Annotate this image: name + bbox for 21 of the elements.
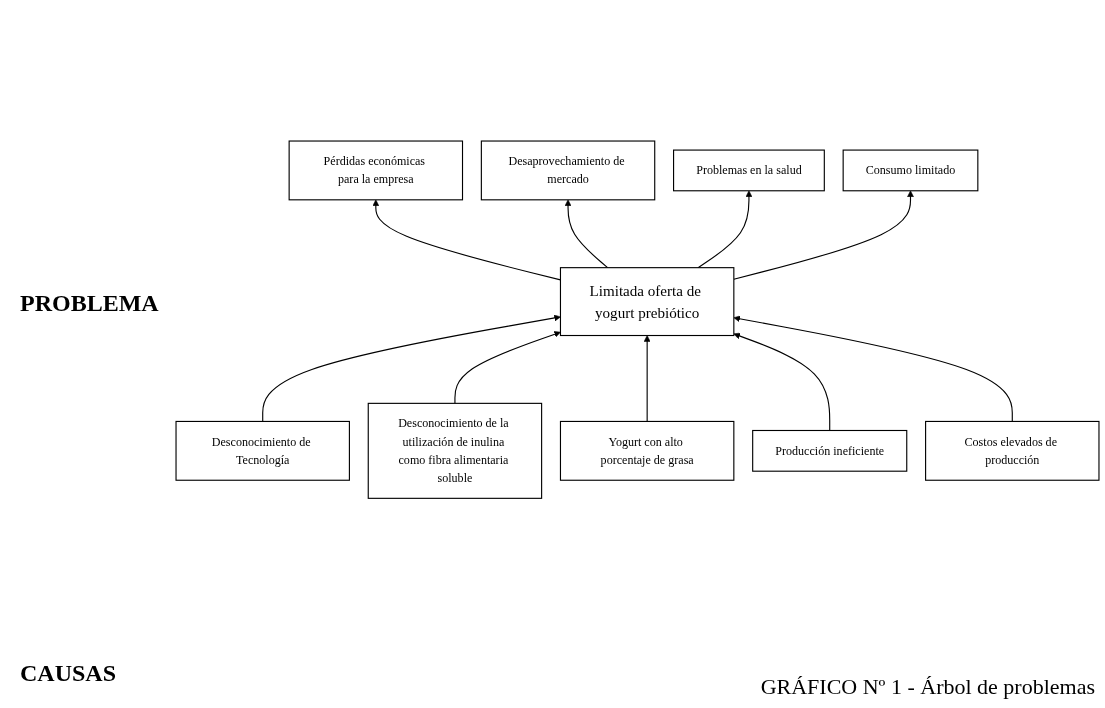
node-box: Desconocimiento de la utilización de inulina como fibra alimentaria soluble: [367, 403, 543, 500]
section-heading: PROBLEMA: [20, 290, 159, 317]
arrow: [262, 315, 561, 423]
arrow: [733, 333, 831, 432]
node-box: Costos elevados de producción: [925, 421, 1100, 482]
node-box: Yogurt con alto porcentaje de grasa: [559, 421, 735, 482]
arrow: [564, 199, 609, 269]
node-box: Limitada oferta de yogurt prebiótico: [559, 267, 735, 337]
node-box: Consumo limitado: [842, 149, 979, 192]
node-box: Pérdidas económicas para la empresa: [288, 140, 464, 201]
node-box: Desconocimiento de Tecnología: [175, 421, 350, 482]
arrow: [643, 335, 651, 423]
arrow: [454, 331, 561, 405]
arrow: [697, 190, 753, 269]
section-heading: CAUSAS: [20, 660, 117, 687]
arrow: [733, 190, 914, 281]
node-box: Producción ineficiente: [752, 430, 908, 473]
node-box: Desaprovechamiento de mercado: [480, 140, 656, 201]
node-box: Problemas en la salud: [673, 149, 825, 192]
caption: GRÁFICO Nº 1 - Árbol de problemas: [760, 674, 1095, 700]
arrow: [733, 315, 1013, 423]
